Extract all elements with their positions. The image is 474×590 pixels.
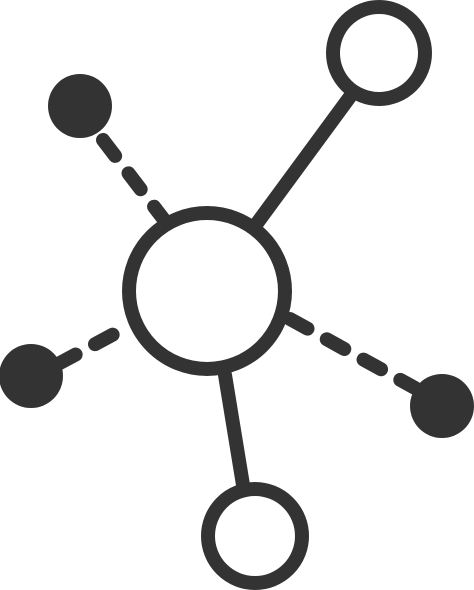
filled-atom-left [0, 344, 63, 408]
hollow-atom-bottom [201, 482, 309, 590]
central-atom [122, 206, 292, 376]
dashed-link-right [283, 312, 422, 395]
filled-atom-right [410, 374, 474, 438]
dashed-link-top-left [96, 133, 172, 228]
solid-link-top-right [248, 87, 359, 233]
molecule-links [51, 87, 422, 498]
dashed-link-left [51, 320, 134, 371]
hollow-atom-top-right [326, 0, 432, 106]
solid-link-bottom [218, 368, 251, 498]
filled-atom-top-left [48, 74, 112, 138]
